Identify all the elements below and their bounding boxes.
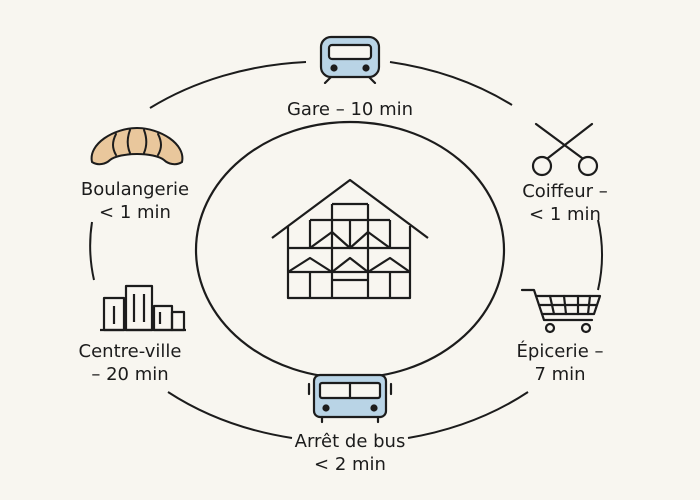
scissors-icon — [531, 122, 599, 177]
label-hair-line2: < 1 min — [529, 204, 601, 225]
label-grocery-line1: Épicerie – — [516, 341, 604, 362]
outer-ring-segment — [407, 391, 529, 439]
outer-ring-segment — [167, 391, 293, 439]
label-bus-line1: Arrêt de bus — [294, 431, 406, 452]
bus-icon — [307, 373, 393, 424]
label-bus: Arrêt de bus < 2 min — [260, 430, 440, 476]
label-bus-line2: < 2 min — [314, 454, 386, 475]
half-timbered-house-icon — [271, 178, 429, 300]
city-buildings-icon — [100, 284, 186, 332]
label-city: Centre-ville – 20 min — [55, 340, 205, 386]
label-bakery-line1: Boulangerie — [80, 179, 190, 200]
label-hair: Coiffeur – < 1 min — [500, 180, 630, 226]
label-train: Gare – 10 min — [230, 98, 470, 121]
label-hair-line1: Coiffeur – — [522, 181, 608, 202]
label-bakery-line2: < 1 min — [99, 202, 171, 223]
label-train-line1: Gare – 10 min — [286, 99, 414, 120]
label-city-line1: Centre-ville — [78, 341, 182, 362]
croissant-icon — [90, 127, 184, 166]
outer-ring-segment — [149, 61, 307, 109]
label-bakery: Boulangerie < 1 min — [50, 178, 220, 224]
shopping-cart-icon — [520, 288, 602, 334]
outer-ring-segment — [597, 219, 603, 291]
train-icon — [319, 35, 381, 84]
label-city-line2: – 20 min — [91, 364, 169, 385]
outer-ring-segment — [389, 61, 513, 106]
outer-ring-segment — [89, 221, 95, 281]
label-grocery-line2: 7 min — [534, 364, 586, 385]
label-grocery: Épicerie – 7 min — [490, 340, 630, 386]
